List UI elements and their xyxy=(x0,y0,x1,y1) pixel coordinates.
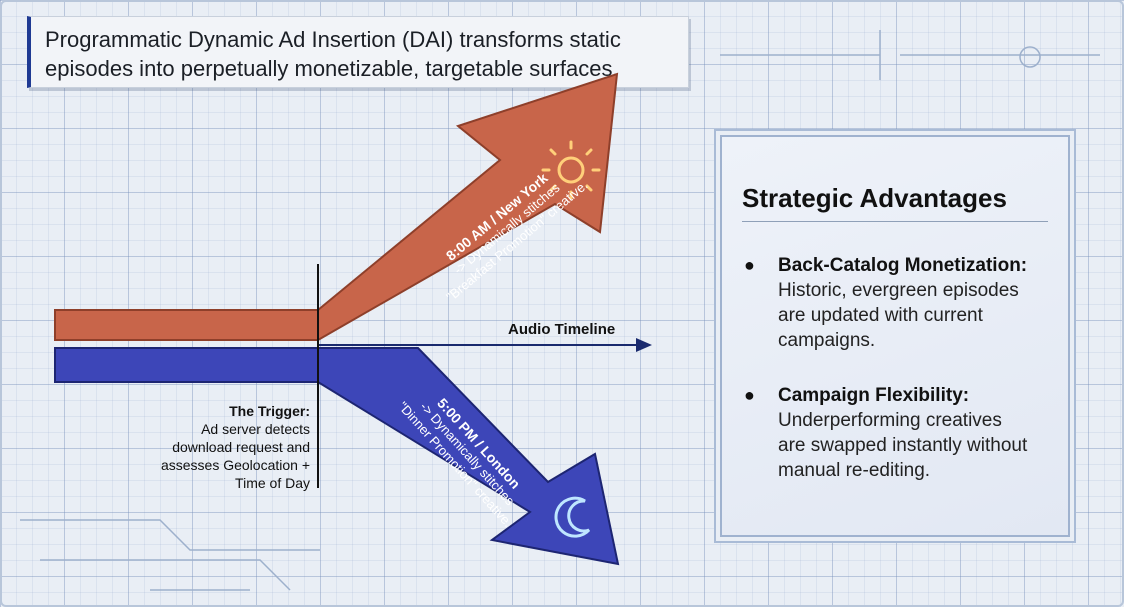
audio-timeline-label: Audio Timeline xyxy=(508,321,616,338)
panel-title: Strategic Advantages xyxy=(742,183,1007,213)
trigger-annotation: The Trigger: Ad server detects download … xyxy=(120,402,310,492)
bullet-icon: ● xyxy=(744,385,755,405)
sun-icon xyxy=(541,140,601,200)
advantage-body-line: Historic, evergreen episodes xyxy=(778,280,1019,301)
panel-divider xyxy=(742,221,1048,222)
advantage-body-line: manual re-editing. xyxy=(778,460,931,481)
trigger-line-2: download request and xyxy=(172,439,310,455)
advantage-item: ● Campaign Flexibility: Underperforming … xyxy=(744,383,1064,483)
strategic-advantages-panel: Strategic Advantages ● Back-Catalog Mone… xyxy=(720,135,1070,537)
advantage-title: Campaign Flexibility: xyxy=(778,385,970,406)
moon-icon xyxy=(554,496,591,538)
advantage-body-line: are updated with current xyxy=(778,305,983,326)
header-callout: Programmatic Dynamic Ad Insertion (DAI) … xyxy=(27,16,689,88)
header-text: Programmatic Dynamic Ad Insertion (DAI) … xyxy=(45,27,621,81)
trigger-line-4: Time of Day xyxy=(235,475,310,491)
bullet-icon: ● xyxy=(744,255,755,275)
trigger-line-3: assesses Geolocation + xyxy=(160,457,310,473)
advantage-item: ● Back-Catalog Monetization: Historic, e… xyxy=(744,253,1064,353)
trigger-line-1: Ad server detects xyxy=(201,421,310,437)
advantage-title: Back-Catalog Monetization: xyxy=(778,255,1028,276)
trigger-title: The Trigger: xyxy=(229,403,310,419)
advantage-body-line: are swapped instantly without xyxy=(778,435,1028,456)
morning-arrow xyxy=(54,72,619,341)
advantage-body-line: campaigns. xyxy=(778,330,876,351)
audio-timeline-arrowhead xyxy=(636,338,652,352)
advantage-body-line: Underperforming creatives xyxy=(778,410,1002,431)
evening-arrow xyxy=(54,347,620,566)
